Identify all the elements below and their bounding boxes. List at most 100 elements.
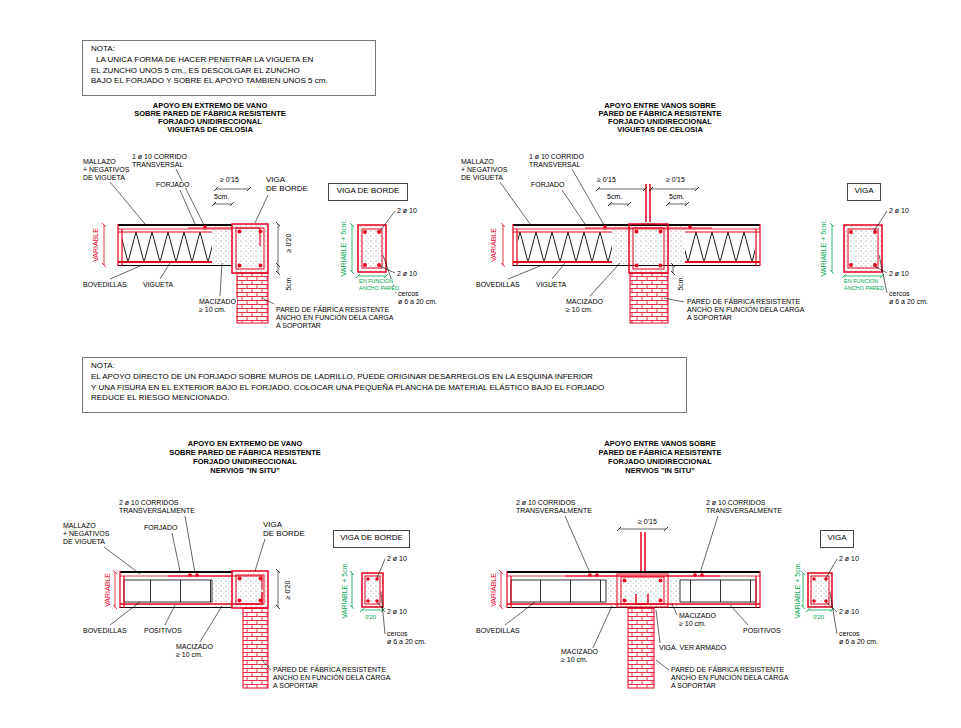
annotation-label: POSITIVOS bbox=[143, 627, 183, 634]
annotation-label: ≥ 0'15 bbox=[219, 176, 240, 183]
note-line: EL ZUNCHO UNOS 5 cm., ES DESCOLGAR EL ZU… bbox=[91, 66, 367, 77]
slab-detail bbox=[104, 169, 278, 323]
detail-title: SOBRE PARED DE FÁBRICA RESISTENTE bbox=[133, 110, 287, 118]
beam-tag: VIGA DE BORDE bbox=[339, 533, 404, 543]
annotation-label: MACIZADO bbox=[175, 643, 214, 650]
detail-title: FORJADO UNIDIRECCIONAL bbox=[192, 458, 298, 466]
annotation-label: BOVEDILLAS bbox=[475, 281, 521, 288]
dimension-label: VARIABLE bbox=[92, 227, 99, 263]
annotation-label: A SOPORTAR bbox=[686, 314, 733, 321]
slab-detail bbox=[501, 516, 760, 688]
detail-title: VIGUETAS DE CELOSIA bbox=[166, 126, 254, 134]
annotation-label: TRANSVERSALMENTE bbox=[515, 507, 593, 514]
beam-tag: VIGA bbox=[853, 186, 875, 196]
dimension-label: VARIABLE + 5cm. bbox=[820, 219, 827, 278]
annotation-label: 2 ø 10 bbox=[888, 270, 910, 277]
annotation-label: TRANSVERSAL bbox=[131, 161, 184, 168]
annotation-label: ANCHO EN FUNCIÓN DELA CARGA bbox=[272, 674, 391, 681]
annotation-label: PARED DE FÁBRICA RESISTENTE bbox=[670, 666, 785, 673]
annotation-label: MALLAZO bbox=[62, 522, 97, 529]
annotation-label: + NEGATIVOS bbox=[460, 166, 508, 173]
beam-tag: VIGA DE BORDE bbox=[334, 186, 402, 196]
annotation-label: MALLAZO bbox=[460, 158, 495, 165]
annotation-label: TRANSVERSALMENTE bbox=[705, 507, 783, 514]
note-line: LA UNICA FORMA DE HACER PENETRAR LA VIGU… bbox=[91, 55, 367, 66]
annotation-label: 2 ø 10 CORRIDOS bbox=[118, 499, 180, 506]
dimension-label: VARIABLE + 5cm. bbox=[794, 561, 801, 620]
annotation-label: 2 ø 10 bbox=[386, 608, 408, 615]
annotation-label: FORJADO bbox=[530, 181, 565, 188]
annotation-label: ANCHO EN FUNCIÓN DELA CARGA bbox=[670, 674, 789, 681]
annotation-label: VIGA. VER ARMADO bbox=[658, 644, 727, 651]
annotation-label: PARED DE FÁBRICA RESISTENTE bbox=[272, 666, 387, 673]
annotation-label: TRANSVERSAL bbox=[528, 161, 581, 168]
note-line: Y UNA FISURA EN EL EXTERIOR BAJO EL FORJ… bbox=[91, 383, 678, 394]
annotation-label: FORJADO bbox=[155, 181, 190, 188]
annotation-label: TRANSVERSALMENTE bbox=[118, 507, 196, 514]
annotation-label: DE VIGUETA bbox=[82, 174, 126, 181]
annotation-label: A SOPORTAR bbox=[275, 322, 322, 329]
dimension-label: VARIABLE + 5cm. bbox=[340, 219, 347, 278]
annotation-label: 0'20 bbox=[812, 614, 825, 620]
dimension-label: VARIABLE bbox=[104, 572, 111, 608]
annotation-label: 2 ø 10 bbox=[888, 207, 910, 214]
annotation-label: ≥ 0'15 bbox=[596, 176, 617, 183]
detail-title: FORJADO UNIDIRECCIONAL bbox=[607, 118, 713, 126]
annotation-label: cercos bbox=[397, 290, 420, 297]
annotation-label: EN FUNCION bbox=[843, 279, 879, 285]
detail-title: APOYO EN EXTREMO DE VANO bbox=[152, 102, 268, 110]
annotation-label: ø 6 a 20 cm. bbox=[386, 638, 427, 645]
annotation-label: DE VIGUETA bbox=[62, 538, 106, 545]
annotation-label: 0'20 bbox=[364, 614, 377, 620]
annotation-label: ≥ 10 cm. bbox=[198, 306, 227, 313]
annotation-label: cercos bbox=[838, 630, 861, 637]
annotation-label: ø 6 a 20 cm. bbox=[888, 298, 929, 305]
note-line: BAJO EL FORJADO Y SOBRE EL APOYO TAMBIEN… bbox=[91, 76, 367, 87]
annotation-label: 2 ø 10 bbox=[838, 608, 860, 615]
detail-title: APOYO EN EXTREMO DE VANO bbox=[187, 440, 303, 448]
beam-tag-box: VIGA DE BORDE bbox=[333, 530, 410, 548]
beam-section bbox=[352, 211, 396, 293]
dimension-label: 5cm. bbox=[285, 274, 292, 291]
annotation-label: EN FUNCION bbox=[358, 279, 394, 285]
annotation-label: VIGUETA bbox=[535, 281, 567, 288]
annotation-label: ø 6 a 20 cm. bbox=[397, 298, 438, 305]
detail-title: FORJADO UNIDIRECCIONAL bbox=[157, 118, 263, 126]
note-line: EL APOYO DIRECTO DE UN FORJADO SOBRE MUR… bbox=[91, 372, 678, 383]
annotation-label: BOVEDILLAS bbox=[475, 627, 521, 634]
annotation-label: 2 ø 10 bbox=[396, 270, 418, 277]
annotation-label: DE VIGUETA bbox=[460, 174, 504, 181]
note-heading: NOTA: bbox=[91, 361, 678, 372]
annotation-label: cercos bbox=[386, 630, 409, 637]
annotation-label: 2 ø 10 bbox=[386, 555, 408, 562]
annotation-label: + NEGATIVOS bbox=[82, 166, 130, 173]
annotation-label: ANCHO PARED bbox=[843, 286, 885, 292]
annotation-label: ≥ 0'15 bbox=[637, 518, 658, 525]
detail-title: SOBRE PARED DE FÁBRICA RESISTENTE bbox=[168, 449, 322, 457]
annotation-label: PARED DE FÁBRICA RESISTENTE bbox=[686, 298, 801, 305]
detail-title: VIGUETAS DE CELOSIA bbox=[616, 126, 704, 134]
annotation-label: ≥ 0'15 bbox=[665, 176, 686, 183]
annotation-label: + NEGATIVOS bbox=[62, 530, 110, 537]
annotation-label: 2 ø 10 CORRIDOS bbox=[705, 499, 767, 506]
beam-section bbox=[352, 559, 385, 634]
detail-title: FORJADO UNIDIRECCIONAL bbox=[607, 458, 713, 466]
annotation-label: ø 6 a 20 cm. bbox=[838, 638, 879, 645]
annotation-label: ANCHO PARED bbox=[358, 286, 400, 292]
annotation-label: PARED DE FÁBRICA RESISTENTE bbox=[275, 306, 390, 313]
annotation-label: VIGA bbox=[262, 521, 283, 529]
annotation-label: DE BORDE bbox=[262, 530, 306, 538]
dimension-label: 5cm. bbox=[677, 274, 684, 291]
annotation-label: 2 ø 10 CORRIDOS bbox=[515, 499, 577, 506]
dimension-label: VARIABLE bbox=[490, 227, 497, 263]
note-box: NOTA:LA UNICA FORMA DE HACER PENETRAR LA… bbox=[82, 40, 376, 96]
detail-title: NERVIOS "IN SITU" bbox=[209, 467, 281, 475]
annotation-label: 2 ø 10 bbox=[396, 207, 418, 214]
note-line: REDUCE EL RIESGO MENCIONADO. bbox=[91, 393, 678, 404]
detail-title: PARED DE FÁBRICA RESISTENTE bbox=[598, 449, 723, 457]
annotation-label: BOVEDILLAS bbox=[82, 627, 128, 634]
annotation-label: BOVEDILLAS bbox=[82, 281, 128, 288]
beam-tag-box: VIGA bbox=[847, 183, 881, 201]
annotation-label: FORJADO bbox=[143, 524, 178, 531]
